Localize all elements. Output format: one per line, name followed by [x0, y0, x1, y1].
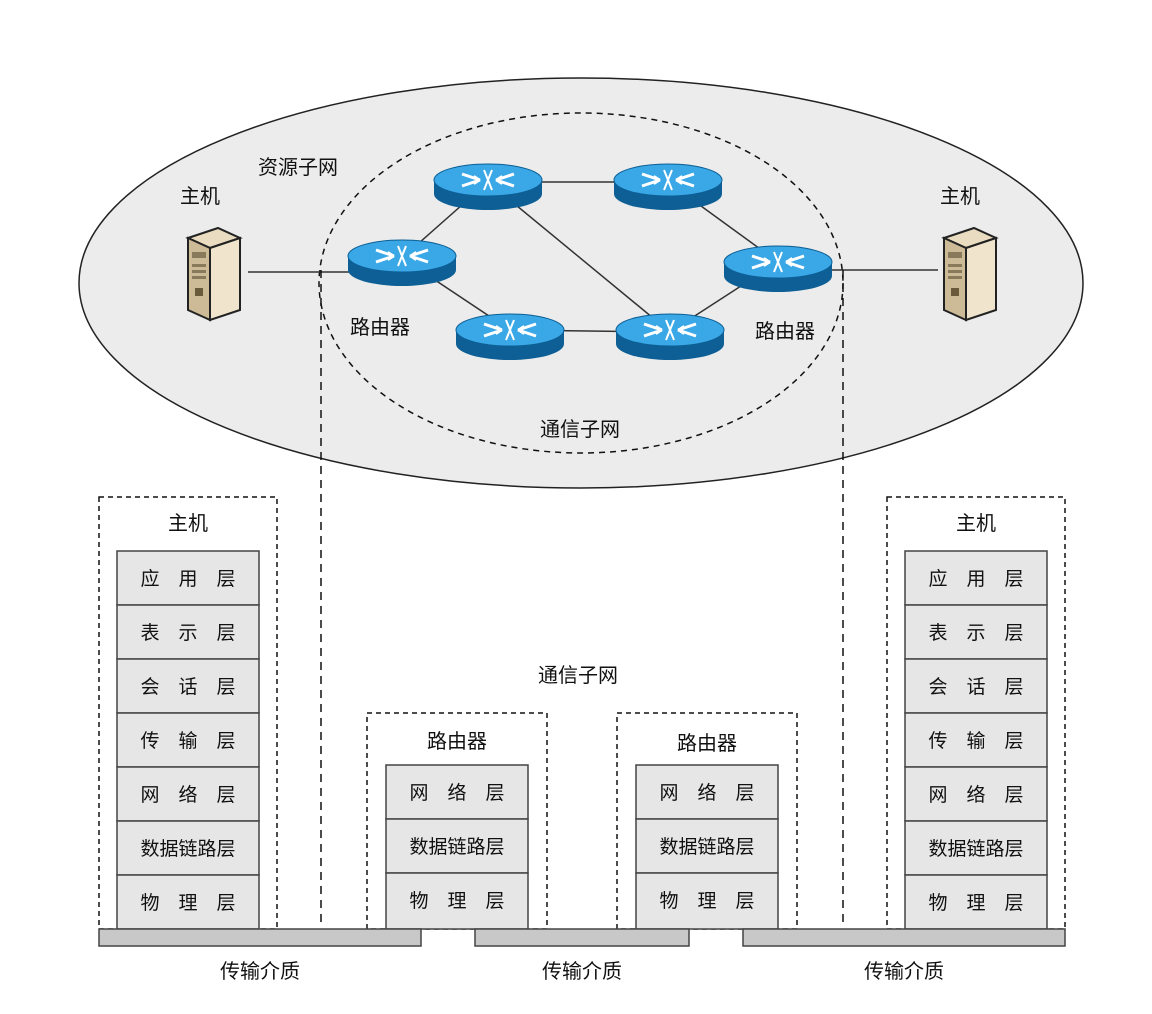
router-right-label: 路由器	[755, 319, 815, 343]
layer-label: 数据链路层	[659, 836, 754, 858]
comm-subnet-label-bottom: 通信子网	[538, 663, 618, 687]
media-label: 传输介质	[542, 959, 622, 983]
layer-label: 网 络 层	[409, 782, 504, 804]
resource-subnet-label: 资源子网	[258, 155, 338, 179]
host-right-label: 主机	[940, 184, 980, 208]
layer-label: 网 络 层	[140, 784, 235, 806]
layer-label: 物 理 层	[659, 890, 754, 912]
layer-label: 物 理 层	[140, 892, 235, 914]
layer-label: 应 用 层	[140, 568, 235, 590]
layer-label: 会 话 层	[140, 676, 235, 698]
router-icon	[432, 162, 544, 212]
layer-label: 应 用 层	[928, 568, 1023, 590]
layer-label: 数据链路层	[928, 838, 1023, 860]
layer-label: 传 输 层	[928, 730, 1023, 752]
server-icon	[187, 227, 241, 321]
layer-label: 传 输 层	[140, 730, 235, 752]
router-icon	[614, 312, 726, 362]
router-stack-title: 路由器	[677, 731, 737, 755]
router-left-label: 路由器	[350, 315, 410, 339]
layer-label: 网 络 层	[928, 784, 1023, 806]
router-icon	[346, 238, 458, 288]
comm-subnet-label-top: 通信子网	[540, 417, 620, 441]
layer-label: 物 理 层	[409, 890, 504, 912]
server-icon	[943, 227, 997, 321]
resource-subnet-ellipse	[78, 77, 1084, 489]
transmission-media	[98, 928, 1066, 947]
router-stack-title: 路由器	[427, 729, 487, 753]
router-icon	[612, 162, 724, 212]
router-stack-right: 路由器 网 络 层 数据链路层 物 理 层	[616, 712, 798, 930]
layer-label: 表 示 层	[928, 622, 1023, 644]
router-icon	[722, 244, 834, 294]
router-stack-left: 路由器 网 络 层 数据链路层 物 理 层	[366, 712, 548, 930]
comm-subnet-ellipse	[318, 112, 844, 454]
host-stack-title: 主机	[956, 511, 996, 535]
host-left-label: 主机	[180, 184, 220, 208]
media-label: 传输介质	[220, 959, 300, 983]
layer-label: 数据链路层	[409, 836, 504, 858]
layer-label: 数据链路层	[140, 838, 235, 860]
comm-subnet-bounds	[320, 270, 844, 928]
host-stack-left: 主机 应 用 层 表 示 层 会 话 层 传 输 层 网 络 层 数据链路层 物…	[98, 496, 278, 930]
layer-label: 会 话 层	[928, 676, 1023, 698]
router-icon	[454, 312, 566, 362]
media-label: 传输介质	[864, 959, 944, 983]
layer-label: 物 理 层	[928, 892, 1023, 914]
layer-label: 表 示 层	[140, 622, 235, 644]
host-stack-title: 主机	[168, 511, 208, 535]
layer-label: 网 络 层	[659, 782, 754, 804]
host-stack-right: 主机 应 用 层 表 示 层 会 话 层 传 输 层 网 络 层 数据链路层 物…	[886, 496, 1066, 930]
